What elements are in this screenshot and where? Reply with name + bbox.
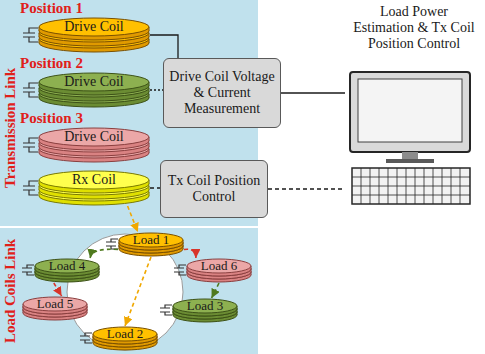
coil-disk-top (39, 18, 149, 36)
coil: Load 5 (22, 296, 88, 321)
process-box: Tx Coil Position Control (160, 160, 268, 218)
monitor-screen (358, 79, 462, 142)
node-label: Load 1 (118, 232, 184, 247)
coil-disk-top (173, 299, 237, 313)
connector (212, 283, 219, 298)
coil-disk-top (39, 171, 149, 189)
coil-disk-top (39, 73, 149, 91)
coil: Drive Coil (38, 17, 150, 53)
node-label: Rx Coil (38, 170, 150, 188)
connector (268, 188, 345, 189)
node-label: Drive Coil (38, 127, 150, 145)
node-label: Load 3 (172, 298, 238, 313)
position-label: Position 1 (20, 0, 83, 16)
connector (184, 249, 196, 258)
coil: Load 4 (34, 258, 100, 283)
node-label: Load Power Estimation & Tx Coil Position… (353, 4, 475, 52)
coil-disk-top (187, 259, 251, 273)
position-label: Position 2 (20, 55, 83, 71)
coil: Load 1 (118, 232, 184, 257)
connector (90, 249, 118, 258)
keyboard (352, 168, 470, 204)
coil-disk-top (35, 259, 99, 273)
coil: Rx Coil (38, 170, 150, 206)
connector (150, 89, 163, 90)
panel-title: Transmission Link (2, 68, 18, 188)
node-label: Load 5 (22, 296, 88, 311)
keyboard-keys (352, 168, 470, 204)
position-label: Position 3 (20, 110, 83, 126)
load-panel-ground (0, 228, 258, 354)
coil: Load 3 (172, 298, 238, 323)
node-label: Drive Coil (38, 17, 150, 35)
node-label: Drive Coil (38, 72, 150, 90)
connector (128, 206, 138, 232)
monitor-frame (350, 72, 470, 152)
coil: Load 2 (92, 326, 158, 351)
node-label: Load 4 (34, 258, 100, 273)
coil: Drive Coil (38, 127, 150, 163)
coil: Load 6 (186, 258, 252, 283)
monitor-base (386, 159, 434, 163)
link-panel: Load Coils Link Load 1 Load 4 Load 6 Load 5 L… (0, 228, 258, 354)
connector (281, 92, 345, 93)
coil-disk-top (39, 128, 149, 146)
connector (125, 257, 151, 326)
coil: Drive Coil (38, 72, 150, 108)
connector (150, 187, 160, 188)
coil-disk-top (23, 297, 87, 311)
node-label: Load 6 (186, 258, 252, 273)
computer: Load Power Estimation & Tx Coil Position… (345, 2, 483, 208)
node-label: Load 2 (92, 326, 158, 341)
connector (150, 35, 178, 58)
coil-disk-top (93, 327, 157, 341)
process-box: Drive Coil Voltage & Current Measurement (163, 58, 281, 128)
node-label: Drive Coil Voltage & Current Measurement (169, 69, 275, 117)
monitor-stand (402, 152, 418, 159)
coil-disk-top (119, 233, 183, 247)
panel-title: Load Coils Link (2, 239, 18, 343)
node-label: Tx Coil Position Control (166, 173, 262, 205)
connector (54, 283, 62, 296)
